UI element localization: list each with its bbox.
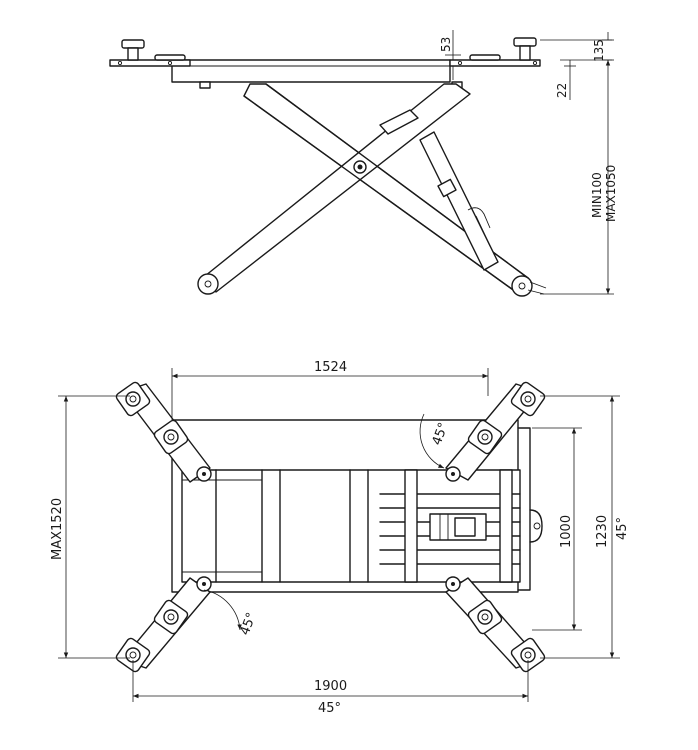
right-roller — [511, 275, 533, 297]
dim-22: 22 — [555, 83, 569, 98]
dim-max1520: MAX1520 — [50, 498, 65, 560]
arm-upper-left — [115, 381, 212, 483]
dim-1000: 1000 — [559, 515, 574, 548]
top-mechanism — [379, 469, 521, 583]
dim-min100: MIN100 — [590, 172, 604, 218]
side-dimensions — [445, 30, 614, 295]
dim-1900: 1900 — [314, 679, 347, 694]
scissor-arm-b — [199, 83, 471, 293]
arm-upper-right — [445, 381, 546, 482]
dim-1230: 1230 — [595, 515, 610, 548]
dim-max1050: MAX1050 — [604, 165, 618, 222]
side-view: 53 135 22 MIN100 MAX1050 — [109, 30, 618, 297]
arm-lower-right — [445, 576, 546, 673]
top-dimensions — [58, 368, 620, 702]
side-left-pad — [109, 39, 191, 67]
side-right-pad — [449, 37, 541, 67]
dim-1900-angle: 45° — [318, 701, 341, 716]
dim-1524: 1524 — [314, 360, 347, 375]
side-platform — [171, 59, 451, 83]
hydraulic-cylinder — [379, 109, 499, 271]
top-view: 1524 MAX1520 1000 1230 45° 1900 45° 45° … — [50, 360, 630, 716]
angle-label-bottom: 45° — [238, 611, 260, 638]
angle-label-top: 45° — [430, 421, 452, 448]
left-roller — [197, 273, 219, 295]
dim-1230-angle: 45° — [615, 517, 630, 540]
arm-lower-left — [115, 576, 212, 673]
dim-53: 53 — [439, 37, 453, 52]
dim-135: 135 — [592, 39, 606, 62]
